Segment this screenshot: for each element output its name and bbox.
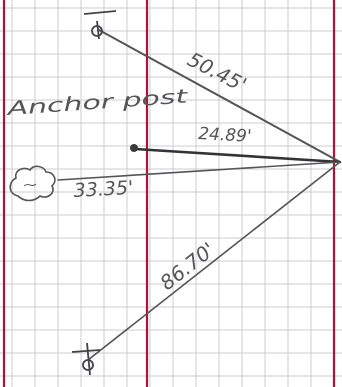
pole-stem — [86, 342, 91, 376]
bush-icon — [9, 165, 56, 202]
margin-lines — [2, 0, 336, 387]
line-to-bush — [57, 161, 341, 181]
utility-pole-icon — [83, 10, 117, 40]
pole-stem — [96, 20, 100, 40]
line-to-anchor-post — [133, 147, 342, 164]
line-to-top-pole — [98, 29, 341, 163]
bush-detail — [23, 183, 37, 187]
distance-label-anchor: 24.89' — [198, 124, 252, 147]
bottom-pole-icon — [71, 342, 101, 376]
measurement-lines — [57, 29, 342, 361]
distance-label-mid: 33.35' — [73, 177, 134, 202]
pole-crossbar — [83, 10, 117, 15]
anchor-post-icon — [130, 144, 138, 152]
pole-crossbar — [71, 349, 101, 353]
line-to-bottom-pole — [87, 161, 341, 361]
